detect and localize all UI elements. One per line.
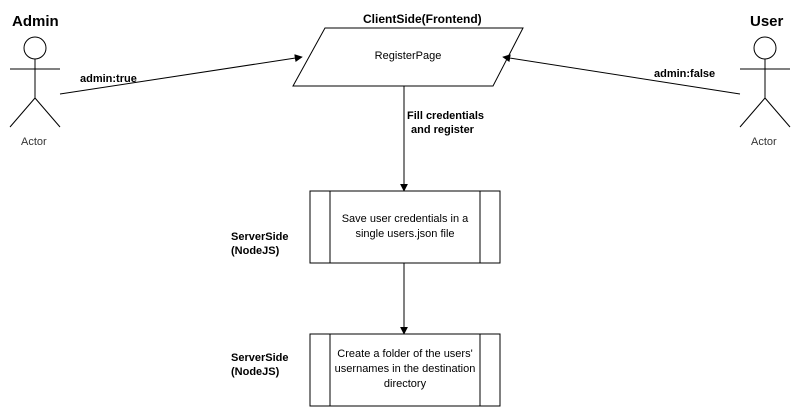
admin-actor-figure xyxy=(9,36,61,128)
fill-credentials-label-line1: Fill credentials xyxy=(407,110,485,122)
server-side-1-line1: ServerSide xyxy=(231,231,289,243)
register-page-label: RegisterPage xyxy=(374,50,442,62)
client-side-title: ClientSide(Frontend) xyxy=(363,12,482,26)
server-side-label-1: ServerSide (NodeJS) xyxy=(231,230,288,258)
server-side-2-line1: ServerSide xyxy=(231,352,289,364)
user-role-title: User xyxy=(750,13,784,30)
save-credentials-text: Save user credentials in a single users.… xyxy=(341,213,469,240)
server-side-2-line2: (NodeJS) xyxy=(231,366,280,378)
admin-actor-head xyxy=(23,36,47,60)
server-side-1-line2: (NodeJS) xyxy=(231,245,280,257)
user-actor-caption: Actor xyxy=(751,136,777,148)
admin-role-title: Admin xyxy=(12,13,59,30)
fill-credentials-label-line2: and register xyxy=(411,124,474,136)
admin-actor-caption: Actor xyxy=(21,136,47,148)
admin-actor-right-leg xyxy=(34,97,61,128)
create-folder-process xyxy=(309,333,501,407)
user-to-register-arrow xyxy=(502,54,741,95)
server-side-label-2: ServerSide (NodeJS) xyxy=(231,351,288,379)
user-actor-head xyxy=(753,36,777,60)
admin-actor-left-leg xyxy=(9,97,36,128)
user-actor-figure xyxy=(739,36,791,128)
admin-to-register-arrow xyxy=(59,54,303,95)
create-folder-text: Create a folder of the users' usernames … xyxy=(334,348,476,390)
user-actor-right-leg xyxy=(764,97,791,128)
register-page-shape xyxy=(292,27,524,87)
user-actor-left-leg xyxy=(739,97,766,128)
admin-false-label: admin:false xyxy=(654,68,716,80)
save-credentials-process xyxy=(309,190,501,264)
admin-true-label: admin:true xyxy=(80,73,137,85)
